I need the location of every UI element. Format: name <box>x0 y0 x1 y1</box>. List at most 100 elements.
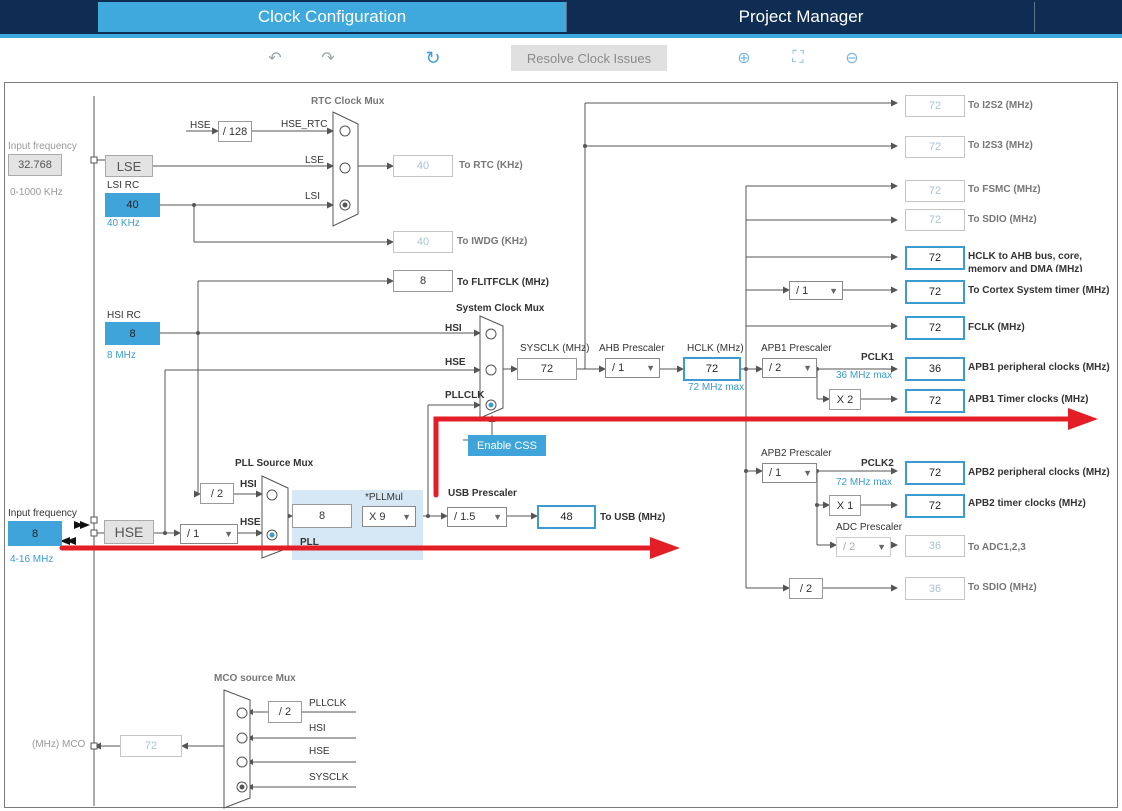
hclk-ahb-output-value: 72 <box>905 246 965 270</box>
system-clock-mux-label: System Clock Mux <box>456 303 545 314</box>
resolve-clock-issues-button[interactable]: Resolve Clock Issues <box>511 45 667 71</box>
mco-output-value: 72 <box>120 735 182 757</box>
sdio-output-value: 72 <box>905 209 965 231</box>
sdio-output-label: To SDIO (MHz) <box>968 214 1037 225</box>
chevron-down-icon: ▼ <box>803 363 812 373</box>
hse-input-frequency-label: Input frequency <box>8 508 77 519</box>
adc-prescaler-label: ADC Prescaler <box>836 522 903 533</box>
pclk1-max-label: 36 MHz max <box>836 370 893 381</box>
ahb-prescaler-value: / 1 <box>612 362 625 374</box>
fclk-output-value: 72 <box>905 316 965 340</box>
cortex-timer-divider-value: / 1 <box>796 284 809 297</box>
enable-css-button[interactable]: Enable CSS <box>468 435 546 456</box>
hse-oscillator[interactable]: HSE <box>104 520 154 544</box>
fit-screen-icon[interactable]: ⛶ <box>792 49 804 66</box>
hse-prediv-select[interactable]: / 1▼ <box>180 524 238 544</box>
pclk2-max-label: 72 MHz max <box>836 477 893 488</box>
lse-input-value[interactable]: 32.768 <box>8 154 62 176</box>
pll-mul-label: *PLLMul <box>365 492 403 503</box>
tab-clock-configuration[interactable]: Clock Configuration <box>98 2 566 32</box>
chevron-down-icon: ▼ <box>402 511 411 522</box>
hsi-unit: 8 MHz <box>107 350 136 361</box>
rtc-clock-mux-label: RTC Clock Mux <box>311 96 385 107</box>
cortex-timer-divider-select[interactable]: / 1 ▼ <box>789 281 843 300</box>
mco-source-mux-label: MCO source Mux <box>214 673 296 684</box>
adc-output-label: To ADC1,2,3 <box>968 542 1026 553</box>
hclk-label: HCLK (MHz) <box>687 343 744 354</box>
lsi-value[interactable]: 40 <box>105 193 160 217</box>
iwdg-output-label: To IWDG (KHz) <box>457 236 528 247</box>
rtc-output-label: To RTC (KHz) <box>459 160 523 171</box>
mco-pllclk-label: PLLCLK <box>309 698 347 709</box>
apb2-peripheral-output-label: APB2 peripheral clocks (MHz) <box>968 467 1110 478</box>
hclk-max-label: 72 MHz max <box>688 382 745 393</box>
pll-input-value: 8 <box>292 504 352 528</box>
hsi-div2-box: / 2 <box>200 483 234 504</box>
pll-mul-select[interactable]: X 9 ▼ <box>362 506 416 527</box>
rtc-hse-rtc-label: HSE_RTC <box>281 119 328 130</box>
fsmc-output-label: To FSMC (MHz) <box>968 184 1041 195</box>
rtc-lsi-label: LSI <box>305 191 321 202</box>
lse-input-frequency-label: Input frequency <box>8 141 77 152</box>
sdio2-output-label: To SDIO (MHz) <box>968 582 1037 593</box>
chevron-down-icon: ▼ <box>829 285 838 296</box>
sysmux-pllclk-label: PLLCLK <box>445 390 485 401</box>
apb2-timer-output-value: 72 <box>905 494 965 518</box>
tab-project-manager[interactable]: Project Manager <box>566 2 1035 32</box>
apb1-timer-output-label: APB1 Timer clocks (MHz) <box>968 394 1089 405</box>
zoom-in-icon[interactable]: ⊕ <box>737 50 751 67</box>
undo-icon[interactable]: ↶ <box>268 50 282 67</box>
apb1-prescaler-select[interactable]: / 2 ▼ <box>762 358 817 378</box>
mco-pll-divider: / 2 <box>268 701 302 723</box>
sysclk-label: SYSCLK (MHz) <box>520 343 590 354</box>
adc-prescaler-select[interactable]: / 2 ▼ <box>836 537 891 557</box>
fclk-output-label: FCLK (MHz) <box>968 322 1025 333</box>
usb-prescaler-select[interactable]: / 1.5 ▼ <box>447 507 507 527</box>
pll-mul-value: X 9 <box>369 510 386 523</box>
i2s2-output-value: 72 <box>905 95 965 117</box>
pll-label: PLL <box>300 537 319 548</box>
chevron-down-icon: ▼ <box>877 542 886 552</box>
apb2-prescaler-select[interactable]: / 1▼ <box>762 463 817 483</box>
pclk2-label: PCLK2 <box>861 458 894 469</box>
usb-prescaler-value: / 1.5 <box>454 511 476 523</box>
apb1-prescaler-value: / 2 <box>769 362 782 374</box>
flitfclk-output-value: 8 <box>393 270 453 292</box>
pclk1-label: PCLK1 <box>861 352 894 363</box>
mco-sysclk-label: SYSCLK <box>309 772 349 783</box>
apb2-timer-multiplier: X 1 <box>829 495 861 516</box>
ahb-prescaler-select[interactable]: / 1▼ <box>605 358 660 378</box>
sysmux-hse-label: HSE <box>445 357 466 368</box>
hsi-value[interactable]: 8 <box>105 322 160 345</box>
usb-prescaler-label: USB Prescaler <box>448 488 517 499</box>
adc-prescaler-value: / 2 <box>843 541 856 553</box>
refresh-icon[interactable]: ↻ <box>425 47 441 68</box>
hclk-value[interactable]: 72 <box>683 357 741 381</box>
sdio-divider[interactable]: / 2 <box>789 578 823 599</box>
sdio2-output-value: 36 <box>905 577 965 600</box>
mco-hse-label: HSE <box>309 746 330 757</box>
apb2-timer-output-label: APB2 timer clocks (MHz) <box>968 498 1086 509</box>
sysclk-value: 72 <box>517 358 577 380</box>
flitfclk-output-label: To FLITFCLK (MHz) <box>457 277 550 288</box>
chevron-down-icon: ▼ <box>803 468 812 478</box>
lse-oscillator[interactable]: LSE <box>105 155 153 177</box>
mco-hsi-label: HSI <box>309 723 326 734</box>
pllsrc-hse-label: HSE <box>240 517 261 528</box>
clock-tree-canvas <box>4 82 1118 808</box>
redo-icon[interactable]: ↷ <box>321 50 335 67</box>
ahb-prescaler-label: AHB Prescaler <box>599 343 665 354</box>
i2s3-output-label: To I2S3 (MHz) <box>968 140 1033 151</box>
cortex-timer-output-value: 72 <box>905 280 965 304</box>
i2s3-output-value: 72 <box>905 136 965 158</box>
apb1-peripheral-output-value: 36 <box>905 357 965 381</box>
iwdg-output-value: 40 <box>393 231 453 253</box>
hse-input-value[interactable]: 8 <box>8 521 62 546</box>
chevron-down-icon: ▼ <box>493 512 502 522</box>
rtc-hse-divider[interactable]: / 128 <box>218 121 252 142</box>
hsi-rc-label: HSI RC <box>107 310 141 321</box>
apb1-timer-multiplier: X 2 <box>829 389 861 410</box>
hclk-ahb-output-label: HCLK to AHB bus, core, memory and DMA (M… <box>968 251 1083 272</box>
zoom-out-icon[interactable]: ⊖ <box>845 50 859 67</box>
